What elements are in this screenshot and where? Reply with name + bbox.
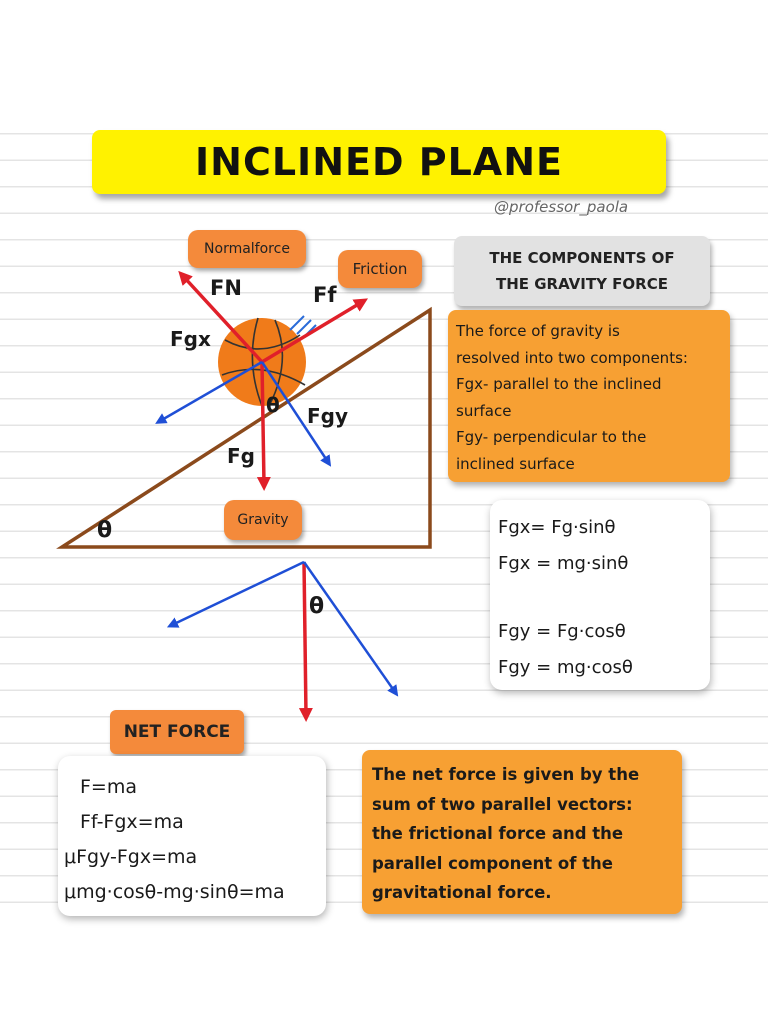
fgy-arrow bbox=[260, 361, 332, 467]
net-description-line: parallel component of the bbox=[372, 853, 613, 873]
net-description-line: The net force is given by the bbox=[372, 765, 640, 784]
fgy-label: Fgy bbox=[307, 404, 349, 428]
gravity-pill: Gravity bbox=[224, 500, 302, 540]
theta-components-label: θ bbox=[309, 594, 325, 619]
normal-force-pill: Normalforce bbox=[188, 230, 306, 268]
formula-fgx-1: Fgx= Fg·sinθ bbox=[498, 517, 616, 538]
components-line: surface bbox=[456, 401, 512, 420]
gravity-arrow bbox=[256, 361, 271, 491]
formula-fgy-1: Fgy = Fg·cosθ bbox=[498, 621, 626, 642]
friction-label: Friction bbox=[352, 260, 408, 278]
gravity-label: Gravity bbox=[237, 512, 289, 528]
page-title: INCLINED PLANE bbox=[195, 140, 563, 184]
fg-label: Fg bbox=[227, 444, 255, 468]
net-description-line: sum of two parallel vectors: bbox=[372, 794, 633, 814]
net-equation: μFgy-Fgx=ma bbox=[64, 846, 198, 868]
fgx-arrow bbox=[155, 360, 263, 424]
net-equation: F=ma bbox=[80, 776, 137, 798]
net-force-description-box: The net force is given by the sum of two… bbox=[362, 750, 682, 914]
net-equation: Ff-Fgx=ma bbox=[80, 811, 184, 833]
ff-label: Ff bbox=[313, 283, 337, 307]
component-fgy-arrow bbox=[302, 561, 399, 697]
formula-fgx-2: Fgx = mg·sinθ bbox=[498, 553, 629, 574]
components-heading-box: THE COMPONENTS OF THE GRAVITY FORCE bbox=[454, 236, 710, 306]
components-line: The force of gravity is bbox=[456, 322, 620, 340]
friction-arrow bbox=[261, 298, 369, 364]
incline-triangle bbox=[56, 306, 432, 549]
components-line: resolved into two components: bbox=[456, 348, 688, 367]
normal-force-label: Normalforce bbox=[204, 241, 290, 257]
formula-spacer bbox=[498, 582, 710, 614]
net-force-equations-box: F=ma Ff-Fgx=ma μFgy-Fgx=ma μmg·cosθ-mg·s… bbox=[58, 756, 326, 916]
author-handle: @professor_paola bbox=[494, 198, 629, 216]
components-line: Fgy- perpendicular to the bbox=[456, 428, 647, 446]
component-fgx-arrow bbox=[166, 560, 305, 628]
components-description-box: The force of gravity is resolved into tw… bbox=[448, 310, 730, 482]
formula-fgy-2: Fgy = mg·cosθ bbox=[498, 657, 633, 678]
theta-ball-label: θ bbox=[266, 393, 280, 417]
components-line: inclined surface bbox=[456, 454, 575, 473]
theta-incline-label: θ bbox=[97, 518, 113, 543]
net-description-line: gravitational force. bbox=[372, 883, 552, 902]
component-gravity-arrow bbox=[298, 561, 313, 722]
fgx-label: Fgx bbox=[170, 327, 211, 351]
net-force-label: NET FORCE bbox=[110, 710, 244, 754]
components-line: Fgx- parallel to the inclined bbox=[456, 375, 662, 393]
component-formulas-box: Fgx= Fg·sinθ Fgx = mg·sinθ Fgy = Fg·cosθ… bbox=[490, 500, 710, 690]
net-force-label-text: NET FORCE bbox=[123, 722, 231, 742]
friction-pill: Friction bbox=[338, 250, 422, 288]
net-equation: μmg·cosθ-mg·sinθ=ma bbox=[64, 881, 285, 903]
normal-force-arrow bbox=[178, 270, 264, 364]
title-banner: INCLINED PLANE bbox=[92, 130, 666, 194]
net-description-line: the frictional force and the bbox=[372, 824, 624, 843]
fn-label: FN bbox=[210, 276, 242, 300]
